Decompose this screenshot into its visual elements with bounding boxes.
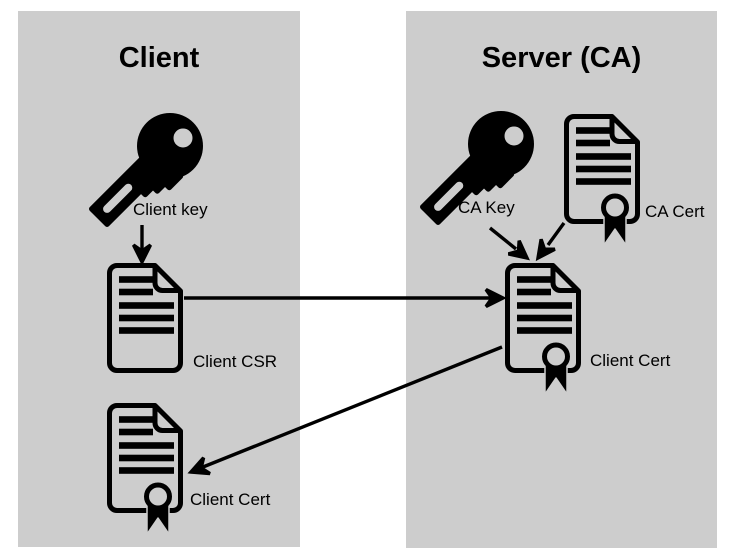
server-panel: Server (CA) [406, 11, 717, 548]
client-panel-title: Client [118, 42, 200, 74]
server-panel-title: Server (CA) [481, 42, 642, 74]
arrow-client-key-to-csr [131, 225, 153, 264]
server-client-cert-label: Client Cert [590, 351, 671, 370]
ca-cert-certificate-icon [567, 117, 638, 246]
arrow-server-cert-to-client-cert [186, 345, 503, 482]
client-csr-label: Client CSR [193, 352, 278, 371]
client-csr-document-icon [110, 266, 181, 371]
edges [131, 222, 566, 482]
arrow-ca-key-to-cert [488, 226, 535, 267]
ca-cert-label: CA Cert [645, 202, 705, 221]
client-cert-label: Client Cert [190, 490, 271, 509]
client-cert-certificate-icon [110, 406, 181, 535]
server-client-cert-certificate-icon [508, 266, 579, 395]
ca-key-label: CA Key [458, 198, 515, 217]
arrow-csr-to-server-cert [184, 287, 505, 309]
arrow-ca-cert-to-cert [529, 222, 566, 265]
client-key-label: Client key [133, 200, 208, 219]
arrowhead-return-icon [186, 456, 212, 482]
